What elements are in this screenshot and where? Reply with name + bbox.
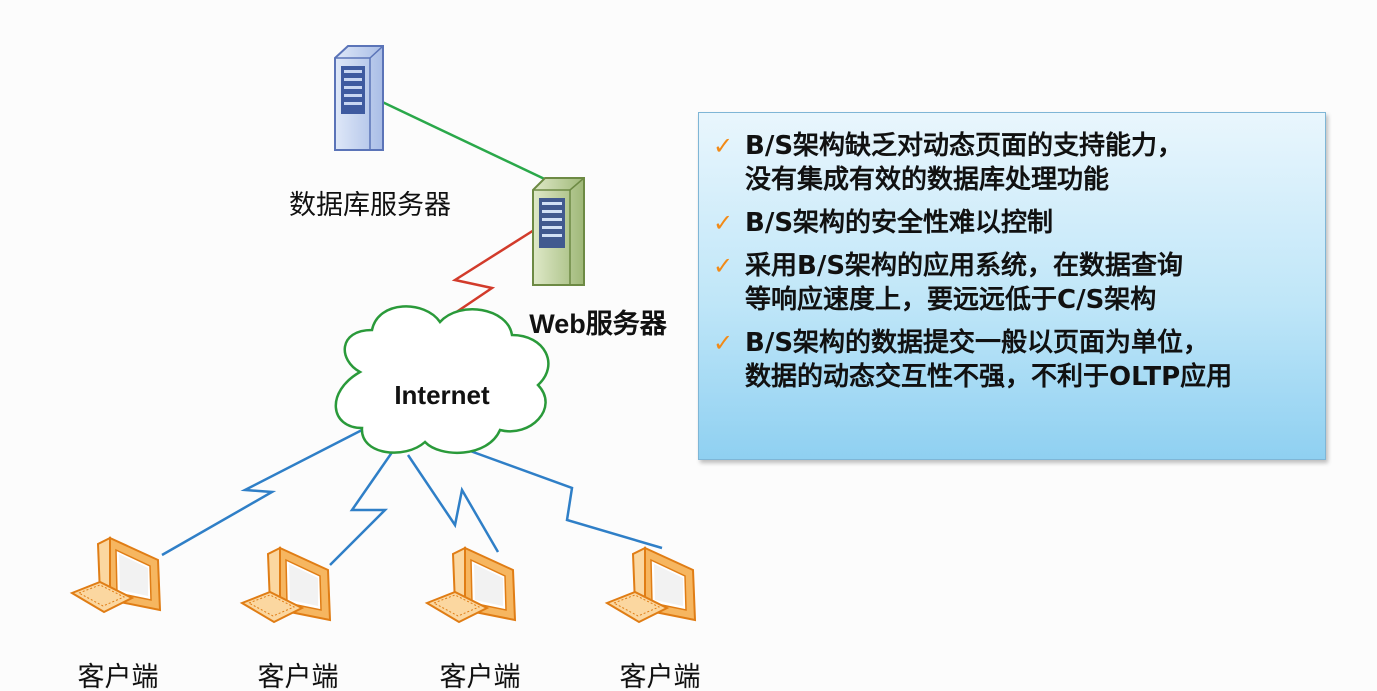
bs-drawbacks-box: ✓ B/S架构缺乏对动态页面的支持能力， 没有集成有效的数据库处理功能 ✓ B/… (698, 112, 1326, 460)
checkmark-icon: ✓ (713, 209, 734, 237)
client1-link (161, 428, 363, 557)
client-label-4: 客户端 (620, 662, 701, 691)
info-item-2: ✓ B/S架构的安全性难以控制 (713, 206, 1311, 240)
client-computer-icon-4 (606, 547, 696, 623)
client3-link (406, 454, 500, 553)
checkmark-icon: ✓ (713, 252, 734, 280)
client2-link (329, 447, 397, 566)
checkmark-icon: ✓ (713, 132, 734, 160)
info-item-text: B/S架构缺乏对动态页面的支持能力， 没有集成有效的数据库处理功能 (745, 131, 1184, 195)
client-label-3: 客户端 (440, 662, 521, 691)
internet-label: Internet (394, 380, 490, 410)
info-item-4: ✓ B/S架构的数据提交一般以页面为单位， 数据的动态交互性不强，不利于OLTP… (713, 326, 1311, 394)
info-item-text: B/S架构的安全性难以控制 (745, 208, 1054, 238)
internet-cloud-icon (334, 305, 550, 455)
client-label-2: 客户端 (258, 662, 339, 691)
info-item-1: ✓ B/S架构缺乏对动态页面的支持能力， 没有集成有效的数据库处理功能 (713, 129, 1311, 197)
client-label-1: 客户端 (78, 662, 159, 691)
web-server-label: Web服务器 (529, 309, 668, 339)
database-server-icon (334, 45, 384, 151)
info-item-text: 采用B/S架构的应用系统，在数据查询 等响应速度上，要远远低于C/S架构 (745, 251, 1184, 315)
web-server-icon (532, 177, 585, 286)
client4-link (439, 438, 663, 550)
info-item-text: B/S架构的数据提交一般以页面为单位， 数据的动态交互性不强，不利于OLTP应用 (745, 328, 1233, 392)
client-computer-icon-2 (241, 547, 331, 623)
db-web-link (377, 98, 554, 185)
database-server-label: 数据库服务器 (289, 190, 451, 221)
client-computer-icon-3 (426, 547, 516, 623)
checkmark-icon: ✓ (713, 329, 734, 357)
info-item-3: ✓ 采用B/S架构的应用系统，在数据查询 等响应速度上，要远远低于C/S架构 (713, 249, 1311, 317)
client-computer-icon-1 (71, 537, 161, 613)
